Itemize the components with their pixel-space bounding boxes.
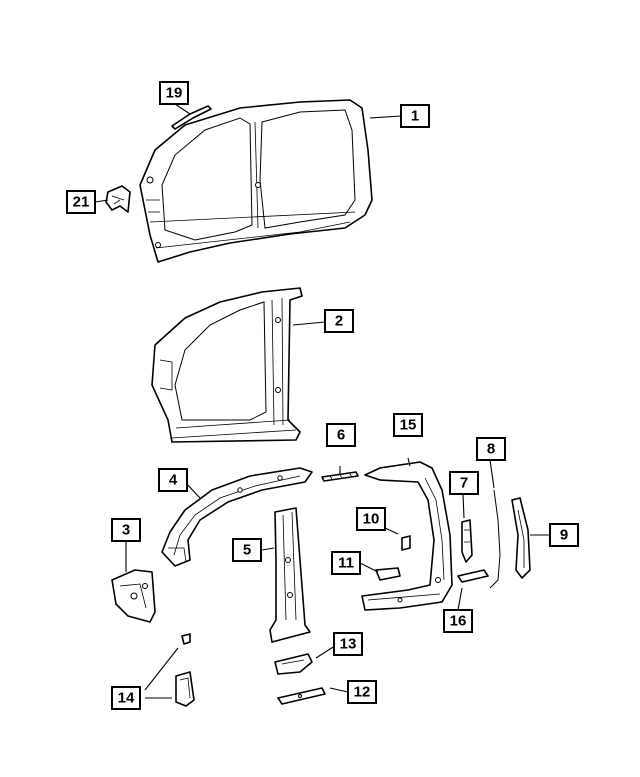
callout-21-label: 21 bbox=[73, 194, 90, 211]
callout-13[interactable]: 13 bbox=[333, 632, 363, 656]
callout-4-label: 4 bbox=[169, 472, 178, 489]
callout-7-label: 7 bbox=[460, 475, 468, 492]
callout-15-label: 15 bbox=[400, 417, 417, 434]
callout-19[interactable]: 19 bbox=[159, 81, 189, 105]
part-3-hinge-pillar[interactable] bbox=[111, 569, 156, 623]
part-15-rear-door-frame[interactable] bbox=[361, 461, 453, 611]
callout-13-label: 13 bbox=[340, 636, 357, 653]
part-2-front-side-panel[interactable] bbox=[151, 287, 303, 443]
callout-6-label: 6 bbox=[337, 427, 345, 444]
part-14-clip-and-bracket[interactable] bbox=[175, 633, 195, 707]
part-5-b-pillar[interactable] bbox=[269, 507, 311, 643]
callout-19-label: 19 bbox=[166, 85, 183, 102]
callout-3-label: 3 bbox=[122, 522, 130, 539]
callout-16[interactable]: 16 bbox=[443, 609, 473, 633]
callout-3[interactable]: 3 bbox=[111, 518, 141, 542]
callout-21[interactable]: 21 bbox=[66, 190, 96, 214]
part-6-pillar-reinforcement-strip[interactable] bbox=[321, 471, 359, 482]
part-7-bracket[interactable] bbox=[461, 519, 473, 563]
callout-1-label: 1 bbox=[411, 108, 419, 125]
callout-6[interactable]: 6 bbox=[326, 423, 356, 447]
callout-4[interactable]: 4 bbox=[158, 468, 188, 492]
part-1-body-side-aperture[interactable] bbox=[139, 99, 373, 263]
callout-11-label: 11 bbox=[338, 555, 354, 572]
part-16-rocker-bracket[interactable] bbox=[457, 569, 489, 583]
callout-5[interactable]: 5 bbox=[232, 538, 262, 562]
part-9-rear-pillar-reinforcement[interactable] bbox=[511, 497, 531, 579]
callout-2[interactable]: 2 bbox=[324, 309, 354, 333]
callout-12[interactable]: 12 bbox=[347, 680, 377, 704]
callout-12-label: 12 bbox=[354, 684, 371, 701]
callout-9[interactable]: 9 bbox=[549, 523, 579, 547]
callout-1[interactable]: 1 bbox=[400, 104, 430, 128]
callout-8[interactable]: 8 bbox=[476, 437, 506, 461]
callout-10[interactable]: 10 bbox=[356, 507, 386, 531]
callout-2-label: 2 bbox=[335, 313, 343, 330]
part-12-sill-reinforcement[interactable] bbox=[277, 687, 326, 705]
leader-lines bbox=[94, 103, 550, 699]
callout-10-label: 10 bbox=[363, 511, 380, 528]
part-11-bracket[interactable] bbox=[375, 567, 401, 581]
part-4-a-pillar-inner[interactable] bbox=[161, 467, 313, 567]
callout-9-label: 9 bbox=[560, 527, 568, 544]
callout-11[interactable]: 11 bbox=[331, 551, 361, 575]
callout-16-label: 16 bbox=[450, 613, 467, 630]
callout-8-label: 8 bbox=[487, 441, 495, 458]
part-13-rocker-bracket[interactable] bbox=[274, 653, 313, 675]
callout-7[interactable]: 7 bbox=[449, 471, 479, 495]
callout-5-label: 5 bbox=[243, 542, 251, 559]
callout-14-label: 14 bbox=[118, 690, 135, 707]
part-10-clip[interactable] bbox=[401, 535, 411, 551]
part-8-rear-seal-bar[interactable] bbox=[489, 489, 501, 589]
callout-15[interactable]: 15 bbox=[393, 413, 423, 437]
part-21-bracket[interactable] bbox=[105, 185, 131, 213]
callout-14[interactable]: 14 bbox=[111, 686, 141, 710]
